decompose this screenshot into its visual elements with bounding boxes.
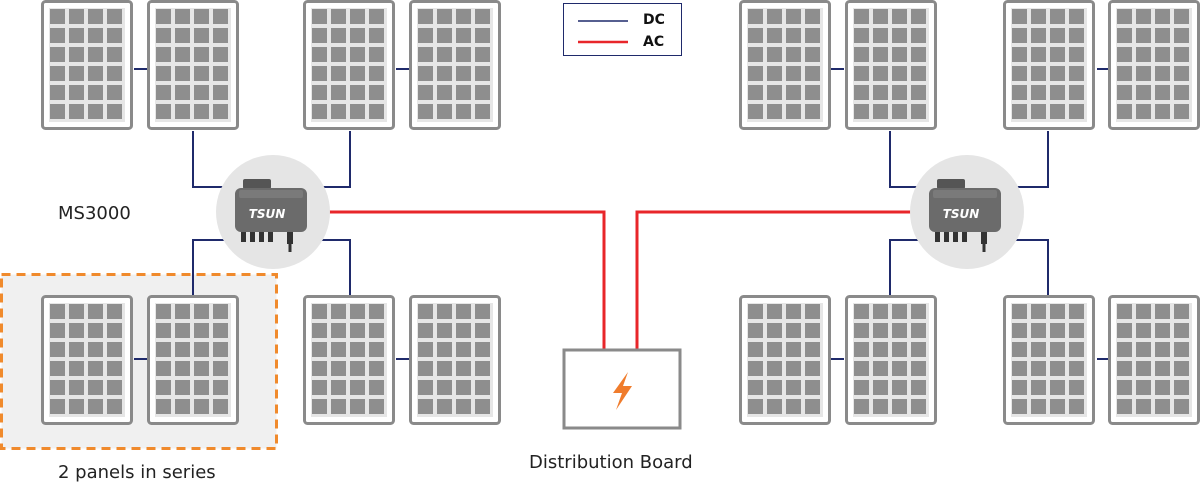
solar-panel	[739, 295, 831, 425]
solar-panel	[409, 0, 501, 130]
solar-panel	[845, 0, 937, 130]
lightning-bolt-icon	[613, 372, 632, 410]
ac-wiring	[328, 210, 912, 350]
microinverter-icon: TSUN	[910, 155, 1024, 269]
solar-panel	[303, 295, 395, 425]
solar-panel	[1108, 0, 1200, 130]
solar-panel	[1003, 295, 1095, 425]
legend-dc-label: DC	[643, 12, 665, 28]
solar-panel	[303, 0, 395, 130]
dc-wiring	[134, 68, 1111, 360]
solar-panel	[41, 295, 133, 425]
legend-ac-label: AC	[643, 34, 665, 50]
microinverter-icon: TSUN	[216, 155, 330, 269]
solar-panel	[739, 0, 831, 130]
inverter-brand: TSUN	[249, 207, 286, 221]
distribution-board-label: Distribution Board	[529, 452, 693, 473]
solar-panel	[409, 295, 501, 425]
distribution-board	[562, 348, 682, 430]
solar-panel	[147, 295, 239, 425]
solar-panel	[147, 0, 239, 130]
solar-panel	[1003, 0, 1095, 130]
solar-panel	[1108, 295, 1200, 425]
inverter-brand: TSUN	[943, 207, 980, 221]
solar-panel	[41, 0, 133, 130]
solar-panel	[845, 295, 937, 425]
legend	[563, 3, 682, 56]
series-label: 2 panels in series	[58, 462, 216, 483]
inverter-model-label: MS3000	[58, 203, 131, 224]
